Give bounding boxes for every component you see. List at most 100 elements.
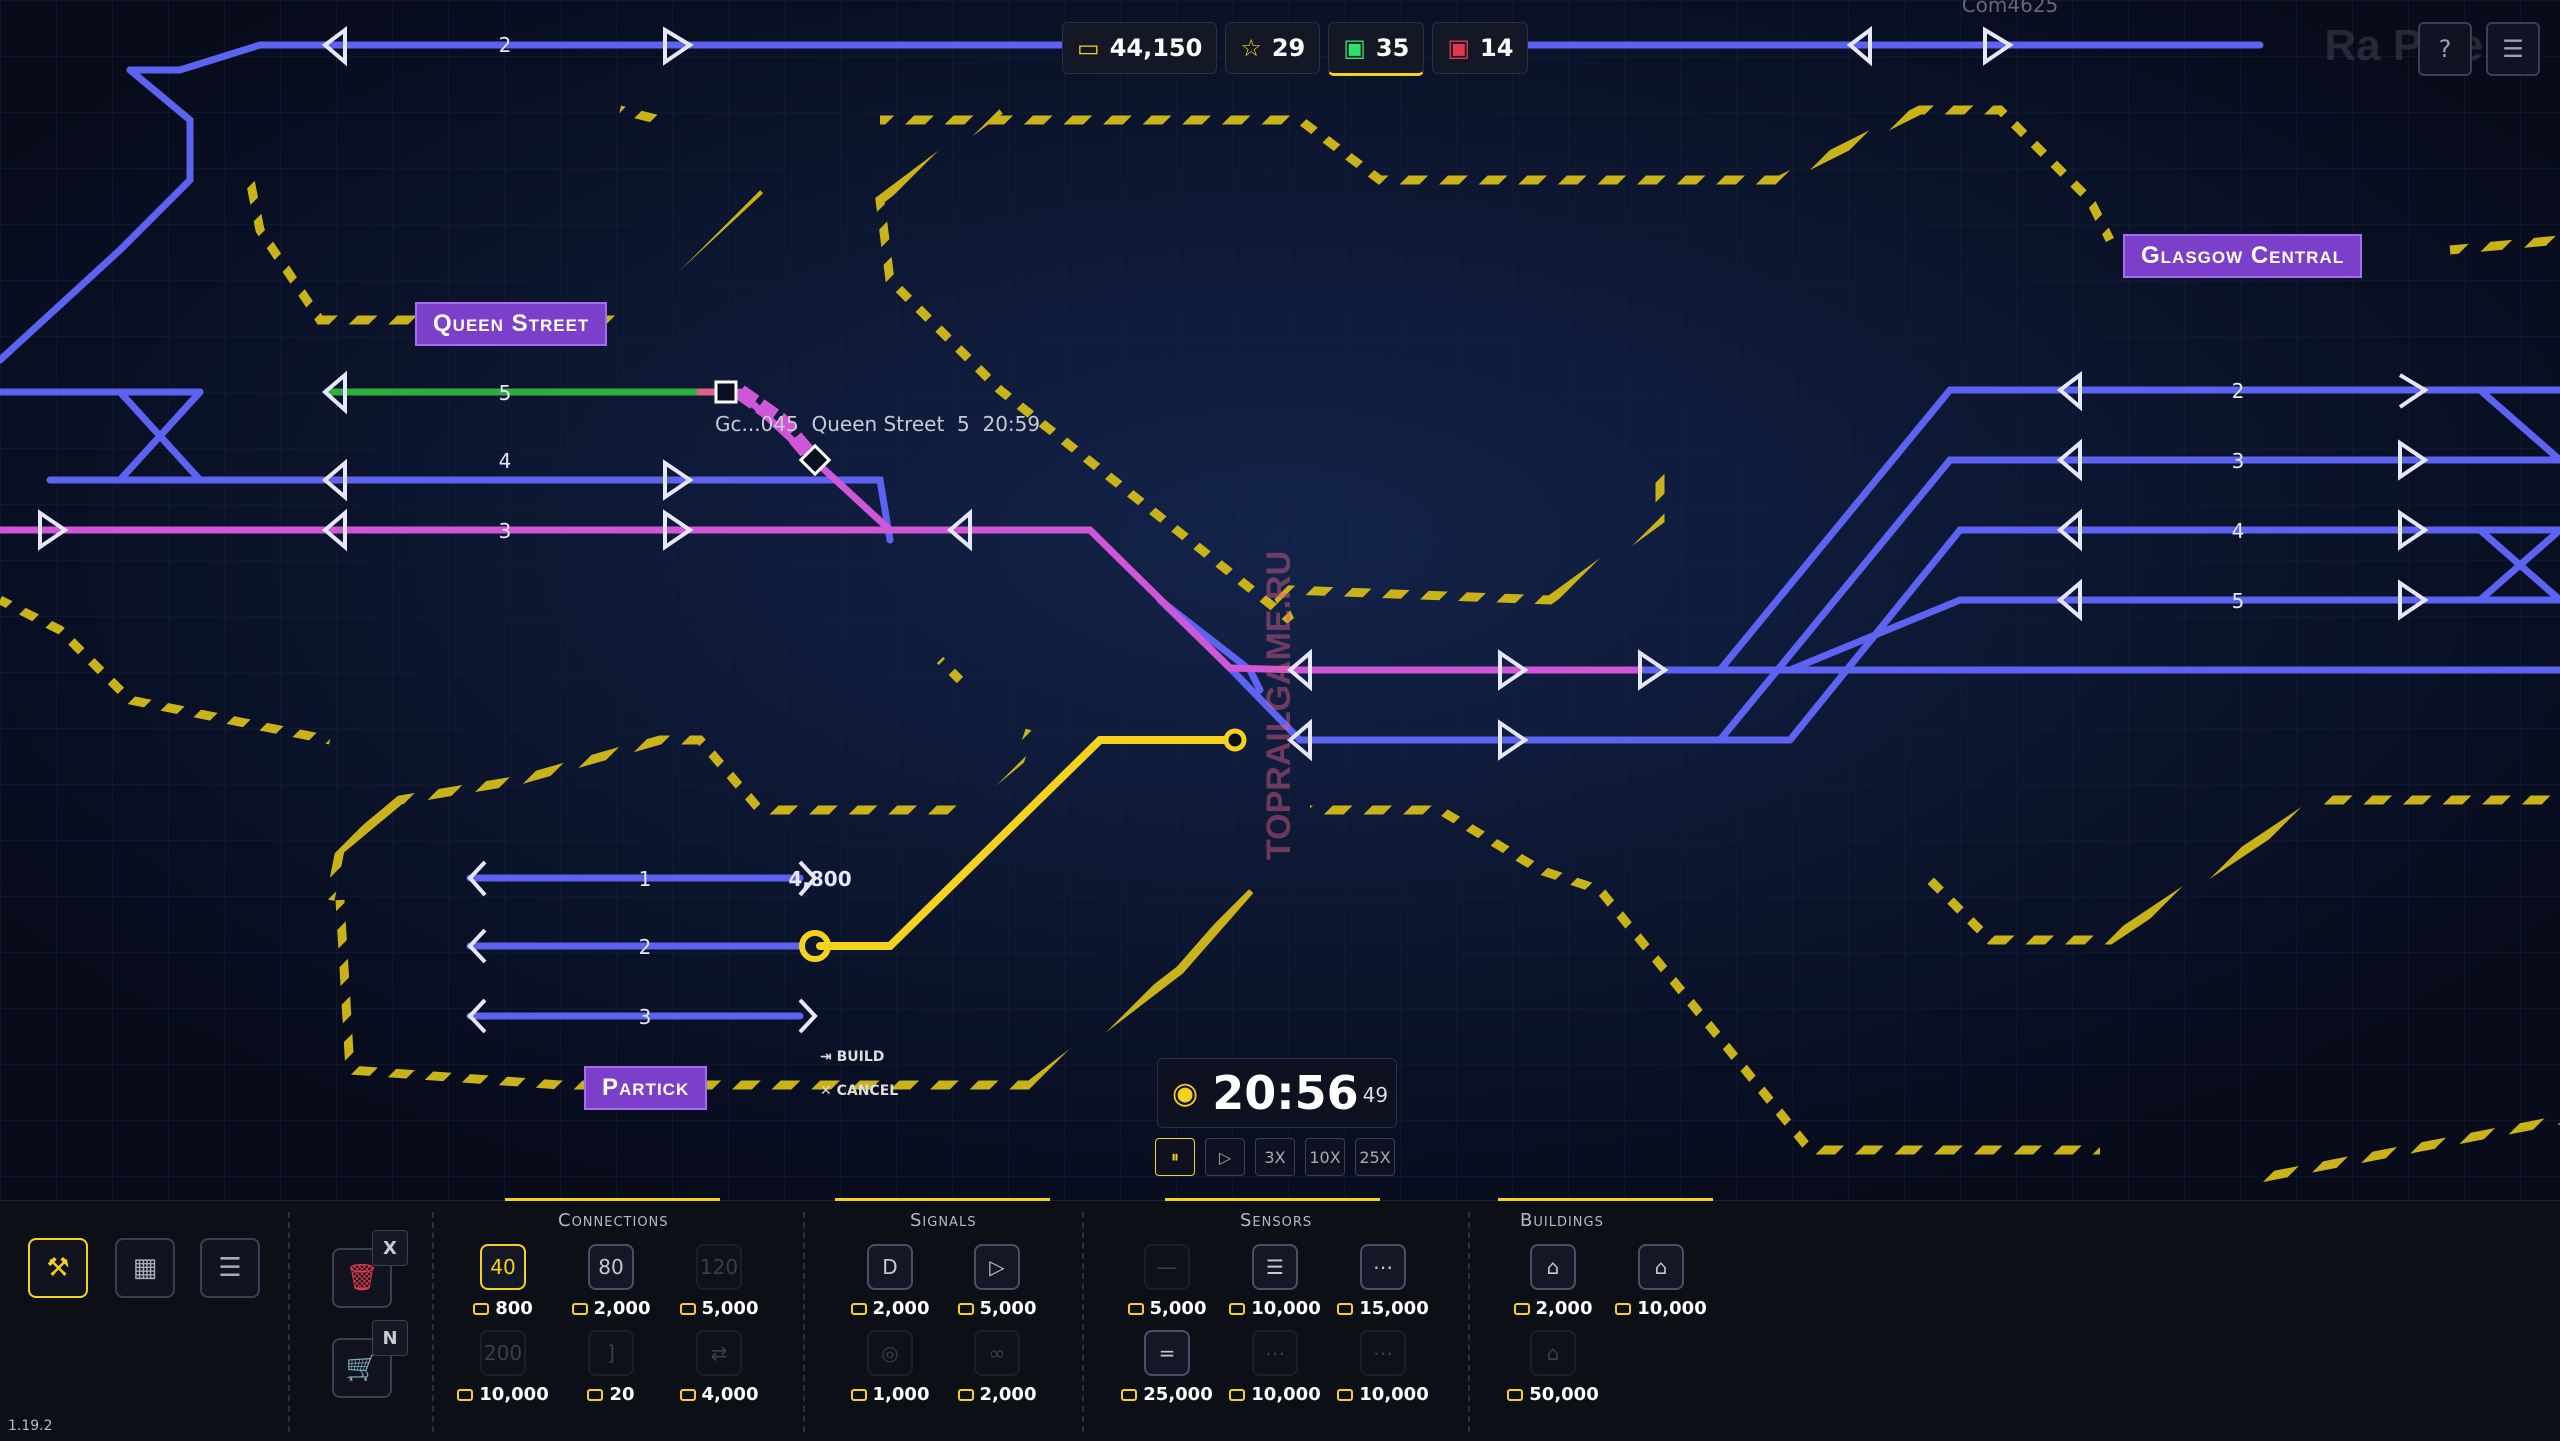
connection-item[interactable]: ]20 [556, 1330, 666, 1405]
track-number: 2 [2232, 379, 2245, 403]
coin-icon [679, 1302, 696, 1315]
shop-key-badge: N [372, 1320, 408, 1356]
train-icon: ▣ [1343, 34, 1366, 62]
speed-10x-button[interactable]: 10X [1305, 1138, 1345, 1176]
help-button[interactable]: ? [2418, 22, 2472, 76]
sensor-icon: ⋯ [1360, 1330, 1406, 1376]
pause-button[interactable]: ⏸ [1155, 1138, 1195, 1176]
sensor-icon: ⋯ [1360, 1244, 1406, 1290]
speed-3x-button[interactable]: 3X [1255, 1138, 1295, 1176]
map-watermark: TOPRAILGAME.RU [1260, 551, 1298, 860]
track-number: 4 [2232, 519, 2245, 543]
play-button[interactable]: ▷ [1205, 1138, 1245, 1176]
speed-25x-button[interactable]: 25X [1355, 1138, 1395, 1176]
category-signals-title: Signals [910, 1210, 977, 1231]
building-icon: ⌂ [1530, 1244, 1576, 1290]
track-number: 5 [2232, 589, 2245, 613]
link-icon: ∞ [974, 1330, 1020, 1376]
category-sensors-title: Sensors [1240, 1210, 1313, 1231]
building-item[interactable]: ⌂50,000 [1498, 1330, 1608, 1405]
connection-item[interactable]: ⇄4,000 [664, 1330, 774, 1405]
coin-icon [1513, 1302, 1530, 1315]
buffer-icon: ] [588, 1330, 634, 1376]
list-icon: ☰ [218, 1253, 242, 1283]
category-underline [1165, 1198, 1380, 1201]
signal-item[interactable]: ◎1,000 [835, 1330, 945, 1405]
game-clock: ◉ 20:56 49 [1157, 1058, 1397, 1128]
menu-button[interactable]: ☰ [2486, 22, 2540, 76]
sensor-item[interactable]: =25,000 [1112, 1330, 1222, 1405]
speed-controls: ⏸ ▷ 3X 10X 25X [1155, 1138, 1395, 1176]
coin-icon [571, 1302, 588, 1315]
resource-bar: ▭44,150 ☆29 ▣35 ▣14 [1062, 22, 1529, 76]
train-icon: ▣ [1447, 34, 1471, 62]
sensor-item[interactable]: ⋯15,000 [1328, 1244, 1438, 1319]
track-number: 1 [639, 867, 652, 891]
train[interactable] [714, 380, 832, 477]
track-icon: 120 [696, 1244, 742, 1290]
coin-icon [1229, 1388, 1246, 1401]
station-name: Queen Street [433, 310, 590, 337]
station-partick[interactable]: Partick [584, 1066, 708, 1110]
menu-icon: ☰ [2502, 35, 2524, 63]
clock-icon: ◉ [1172, 1075, 1199, 1111]
coin-icon [1337, 1388, 1354, 1401]
offscreen-train-label: Com4625 [1962, 0, 2059, 17]
track-number: 3 [499, 519, 512, 543]
category-underline [835, 1198, 1050, 1201]
coin-icon [679, 1388, 696, 1401]
trains-stopped-counter[interactable]: ▣14 [1432, 22, 1529, 74]
train-time: 20:59 [982, 412, 1041, 436]
sensor-icon: ☰ [1252, 1244, 1298, 1290]
sensor-item[interactable]: —5,000 [1112, 1244, 1222, 1319]
sensor-item[interactable]: ⋯10,000 [1220, 1330, 1330, 1405]
coin-icon [1507, 1388, 1524, 1401]
station-name: Glasgow Central [2141, 242, 2345, 269]
coin-icon [850, 1302, 867, 1315]
sensor-item[interactable]: ☰10,000 [1220, 1244, 1330, 1319]
trains-running-counter[interactable]: ▣35 [1328, 22, 1425, 76]
building-icon: ⌂ [1638, 1244, 1684, 1290]
chip-icon: ▦ [132, 1253, 158, 1283]
rail-map[interactable]: 5 4 3 2 2 3 4 5 1 2 3 4,800 Com4625 TOPR… [0, 0, 2560, 1200]
stars-counter: ☆29 [1225, 22, 1321, 74]
delete-key-badge: X [372, 1230, 408, 1266]
category-buildings-title: Buildings [1520, 1210, 1604, 1231]
build-cost-label: 4,800 [788, 867, 851, 891]
build-mode-button[interactable]: ⚒ [28, 1238, 88, 1298]
train-platform: 5 [957, 412, 970, 436]
signals[interactable] [38, 26, 2429, 1034]
hazard-boundary [0, 105, 2560, 1185]
signal-item[interactable]: ∞2,000 [942, 1330, 1052, 1405]
sensor-item[interactable]: ⋯10,000 [1328, 1330, 1438, 1405]
lock-icon: ◎ [867, 1330, 913, 1376]
coin-icon [1229, 1302, 1246, 1315]
station-queen-street[interactable]: Queen Street [415, 302, 608, 346]
build-toolbar [0, 1200, 2560, 1441]
cart-icon: 🛒 [345, 1353, 379, 1383]
build-cursor-node[interactable] [799, 930, 831, 962]
buffer-stop-icon: D [867, 1244, 913, 1290]
station-glasgow-central[interactable]: Glasgow Central [2123, 234, 2363, 278]
coin-icon [957, 1302, 974, 1315]
track-number: 2 [639, 935, 652, 959]
track-number: 4 [499, 449, 512, 473]
help-icon: ? [2438, 35, 2452, 63]
wallet-icon: ▭ [1077, 34, 1100, 62]
cancel-hint: ✕ CANCEL [820, 1083, 899, 1099]
train-info: Gc...045 Queen Street 5 20:59 [715, 412, 1040, 436]
building-item[interactable]: ⌂2,000 [1498, 1244, 1608, 1319]
building-item[interactable]: ⌂10,000 [1606, 1244, 1716, 1319]
sensor-icon: ⋯ [1252, 1330, 1298, 1376]
top-right-controls: ? ☰ [2418, 22, 2540, 76]
chip-mode-button[interactable]: ▦ [115, 1238, 175, 1298]
trash-icon: 🗑 [345, 1263, 379, 1293]
signal-item[interactable]: ▷5,000 [942, 1244, 1052, 1319]
notes-button[interactable]: ☰ [200, 1238, 260, 1298]
coin-icon [1121, 1388, 1138, 1401]
